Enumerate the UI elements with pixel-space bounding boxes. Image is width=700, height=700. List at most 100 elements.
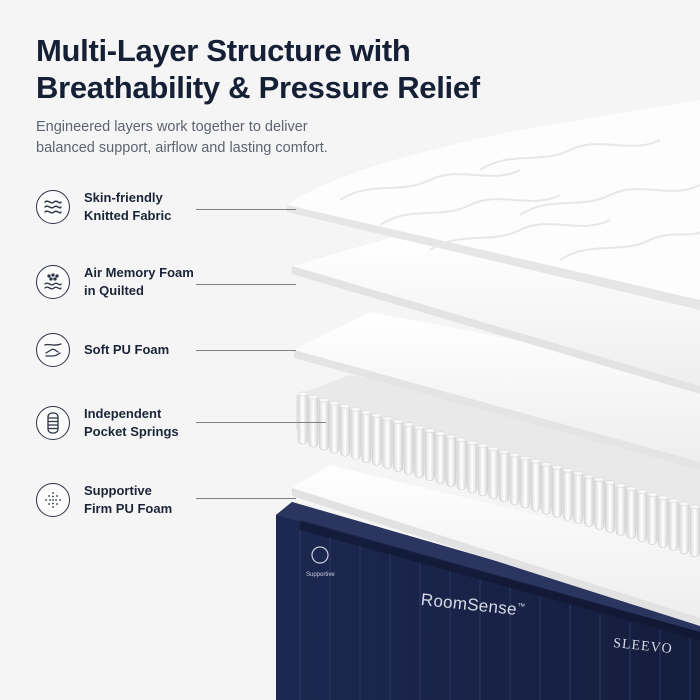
spring-pocket-top — [424, 428, 435, 433]
spring-pocket-top — [658, 495, 669, 500]
spring-pocket — [340, 403, 351, 457]
spring-pocket-top — [509, 452, 520, 458]
feature-line-2: in Quilted — [84, 283, 144, 298]
spring-pocket-top — [626, 486, 637, 491]
spring-pocket-top — [382, 416, 393, 421]
spring-pocket — [689, 504, 700, 558]
spring-pocket — [583, 474, 594, 527]
spring-pocket-top — [499, 449, 510, 455]
spring-pocket — [552, 464, 563, 518]
spring-coil-icon — [36, 406, 70, 440]
feature-knitted-fabric: Skin-friendly Knitted Fabric — [36, 189, 204, 225]
spring-pocket — [297, 391, 308, 445]
spring-pocket-top — [329, 400, 340, 406]
side-badge-label: Supportive — [306, 572, 335, 578]
leader-line — [196, 498, 296, 499]
spring-pocket-top — [477, 443, 488, 449]
feature-soft-foam: Soft PU Foam — [36, 333, 204, 367]
fabric-waves-icon — [36, 190, 70, 224]
knitted-fabric-layer — [287, 100, 700, 310]
feature-line-2: Pocket Springs — [84, 424, 179, 439]
spring-pocket-top — [467, 440, 478, 446]
spring-pocket-top — [414, 425, 425, 430]
spring-pocket-top — [456, 437, 467, 442]
spring-pocket — [562, 467, 573, 521]
trademark-mark: ™ — [516, 601, 526, 612]
feature-label: Independent Pocket Springs — [84, 405, 204, 441]
spring-pocket — [499, 449, 510, 503]
spring-pocket-top — [679, 501, 690, 507]
spring-pocket-top — [583, 474, 594, 479]
spring-pocket — [435, 431, 446, 484]
base-mattress — [276, 502, 700, 700]
spring-pocket-top — [488, 446, 499, 452]
spring-pocket-top — [435, 431, 446, 436]
spring-pocket — [382, 416, 393, 469]
soft-foam-layer — [294, 312, 700, 470]
spring-pocket — [615, 483, 626, 536]
feature-line-1: Skin-friendly — [84, 190, 163, 205]
air-dots-waves-icon — [36, 265, 70, 299]
feature-label: Skin-friendly Knitted Fabric — [84, 189, 204, 225]
feature-line-1: Supportive — [84, 483, 152, 498]
hand-soft-icon — [36, 333, 70, 367]
spring-pocket — [350, 406, 361, 460]
feature-label: Soft PU Foam — [84, 341, 204, 359]
leader-line — [196, 284, 296, 285]
spring-pocket — [541, 461, 552, 515]
spring-pocket — [467, 440, 478, 494]
spring-pocket-top — [530, 458, 541, 464]
spring-pocket — [318, 397, 329, 451]
spring-pocket-top — [446, 434, 457, 439]
spring-pocket-top — [605, 480, 616, 485]
spring-pocket-top — [573, 471, 584, 476]
spring-pocket-top — [615, 483, 626, 488]
feature-line-2: Firm PU Foam — [84, 501, 173, 516]
spring-pocket-top — [308, 394, 319, 400]
feature-line-1: Independent — [84, 406, 162, 421]
spring-pocket — [509, 452, 520, 506]
spring-pocket-top — [689, 504, 700, 510]
spring-pocket-top — [520, 455, 531, 461]
feature-line-1: Soft PU Foam — [84, 342, 170, 357]
page-title: Multi-Layer Structure with Breathability… — [36, 32, 480, 106]
leader-line — [196, 350, 296, 351]
firm-foam-layer — [292, 465, 700, 626]
spring-pocket — [414, 425, 425, 478]
spring-pocket-top — [371, 413, 382, 418]
spring-pocket — [626, 486, 637, 539]
subtitle-line-1: Engineered layers work together to deliv… — [36, 119, 308, 135]
spring-pocket — [488, 446, 499, 500]
title-line-1: Multi-Layer Structure with — [36, 33, 411, 68]
feature-pocket-springs: Independent Pocket Springs — [36, 405, 204, 441]
feature-label: Air Memory Foam in Quilted — [84, 264, 204, 300]
spring-pocket-top — [541, 461, 552, 467]
pocket-springs-layer — [296, 375, 700, 558]
spring-pocket — [393, 419, 404, 472]
subtitle-line-2: balanced support, airflow and lasting co… — [36, 140, 328, 156]
spring-pocket-top — [594, 477, 605, 482]
spring-pocket — [679, 501, 690, 555]
feature-memory-foam: Air Memory Foam in Quilted — [36, 264, 204, 300]
spring-pocket — [573, 470, 584, 524]
spring-pocket — [636, 489, 647, 542]
spring-pocket — [594, 477, 605, 530]
spring-pocket — [605, 480, 616, 533]
spring-pocket — [658, 495, 669, 549]
spring-pocket — [403, 422, 414, 475]
spring-pocket — [647, 492, 658, 545]
spring-pocket — [361, 409, 372, 463]
feature-line-1: Air Memory Foam — [84, 265, 194, 280]
spring-pocket — [456, 437, 467, 491]
spring-pocket — [424, 428, 435, 481]
firm-dots-icon — [36, 483, 70, 517]
page-subtitle: Engineered layers work together to deliv… — [36, 117, 376, 159]
feature-line-2: Knitted Fabric — [84, 208, 172, 223]
spring-pocket-top — [562, 468, 573, 473]
spring-pocket — [371, 413, 382, 466]
feature-firm-foam: Supportive Firm PU Foam — [36, 482, 204, 518]
spring-pocket — [329, 400, 340, 454]
spring-pocket — [520, 455, 531, 509]
leader-line — [196, 209, 296, 210]
